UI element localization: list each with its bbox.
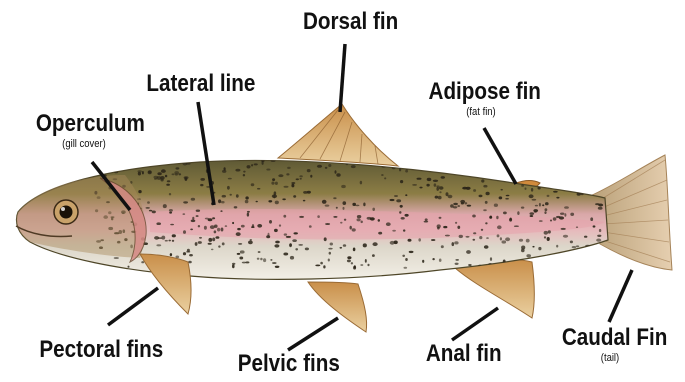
lateral-line-text: Lateral line bbox=[146, 72, 249, 96]
pectoral-leader bbox=[108, 288, 158, 325]
lateral-line-label: Lateral line bbox=[146, 72, 249, 96]
adipose-leader bbox=[484, 128, 516, 184]
operculum-subtext: (gill cover) bbox=[36, 139, 132, 150]
pelvic-fins-label: Pelvic fins bbox=[238, 352, 333, 376]
adipose-fin-subtext: (fat fin) bbox=[429, 107, 534, 118]
pectoral-fin-shape bbox=[140, 254, 191, 314]
operculum-label: Operculum (gill cover) bbox=[36, 112, 132, 150]
pectoral-fins-label: Pectoral fins bbox=[39, 338, 154, 362]
pectoral-fins-text: Pectoral fins bbox=[39, 338, 154, 362]
anal-leader bbox=[452, 308, 498, 340]
dorsal-fin-shape bbox=[278, 104, 398, 166]
caudal-fin-label: Caudal Fin (tail) bbox=[562, 326, 658, 364]
anal-fin-text: Anal fin bbox=[426, 342, 498, 366]
eye-glint bbox=[61, 207, 65, 211]
adipose-fin-text: Adipose fin bbox=[429, 80, 534, 104]
dorsal-leader bbox=[340, 44, 345, 112]
dorsal-fin-text: Dorsal fin bbox=[303, 10, 389, 34]
pupil bbox=[60, 206, 73, 219]
operculum-text: Operculum bbox=[36, 112, 132, 136]
caudal-fin-text: Caudal Fin bbox=[562, 326, 658, 350]
caudal-leader bbox=[609, 270, 632, 322]
head-shading bbox=[17, 175, 146, 258]
pelvic-fins-text: Pelvic fins bbox=[238, 352, 333, 376]
pelvic-fin-shape bbox=[308, 282, 367, 332]
adipose-fin-label: Adipose fin (fat fin) bbox=[429, 80, 534, 118]
pelvic-leader bbox=[288, 318, 338, 350]
caudal-fin-subtext: (tail) bbox=[562, 353, 658, 364]
dorsal-fin-label: Dorsal fin bbox=[303, 10, 389, 34]
anal-fin-label: Anal fin bbox=[426, 342, 498, 366]
